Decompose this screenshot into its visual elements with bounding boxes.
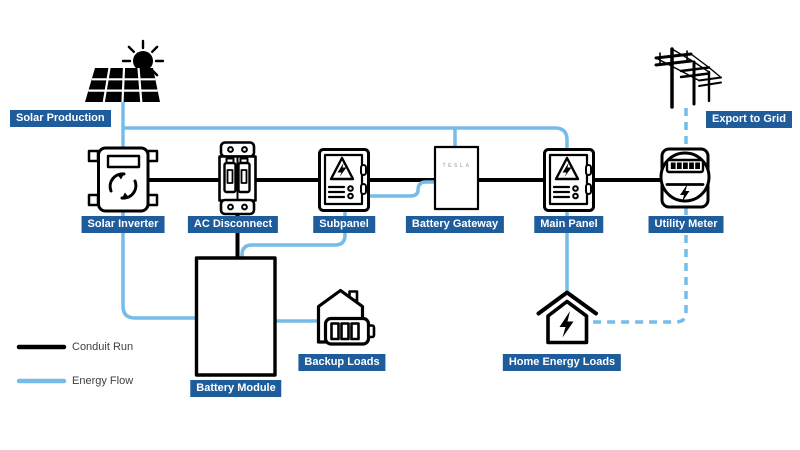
label-home-energy-loads: Home Energy Loads [502, 354, 622, 371]
label-export-to-grid: Export to Grid [706, 111, 792, 128]
subpanel-icon [318, 148, 370, 212]
battery-gateway-brand-text: TESLA [442, 163, 471, 169]
solar-production-icon [85, 39, 165, 103]
legend-conduit-run-label: Conduit Run [72, 341, 134, 353]
label-battery-gateway: Battery Gateway [405, 216, 505, 233]
energy-flow-subpanel-to-gateway [368, 180, 437, 198]
battery-module-box [194, 256, 277, 377]
label-backup-loads: Backup Loads [298, 354, 386, 371]
label-utility-meter: Utility Meter [648, 216, 724, 233]
utility-meter-icon [659, 147, 711, 209]
label-solar-inverter: Solar Inverter [81, 216, 165, 233]
label-battery-module: Battery Module [190, 380, 282, 397]
battery-gateway-icon: TESLA [433, 145, 480, 211]
label-main-panel: Main Panel [534, 216, 604, 233]
label-ac-disconnect: AC Disconnect [187, 216, 279, 233]
utility-poles-icon [654, 47, 722, 109]
main-panel-icon [543, 148, 595, 212]
label-solar-production: Solar Production [10, 110, 111, 127]
energy-flow-main-run [123, 126, 569, 293]
solar-inverter-icon [87, 146, 159, 213]
backup-loads-icon [316, 288, 376, 346]
label-subpanel: Subpanel [313, 216, 375, 233]
home-energy-loads-icon [536, 290, 598, 345]
energy-flow-subpanel-to-battery [240, 209, 347, 260]
energy-flow-inverter-to-battery [121, 210, 198, 320]
meter-to-home-dashed-line [590, 207, 688, 324]
sun-icon [121, 39, 165, 83]
legend-energy-flow-label: Energy Flow [72, 375, 134, 387]
solar-panel-icon [85, 67, 160, 103]
ac-disconnect-icon [218, 141, 257, 216]
